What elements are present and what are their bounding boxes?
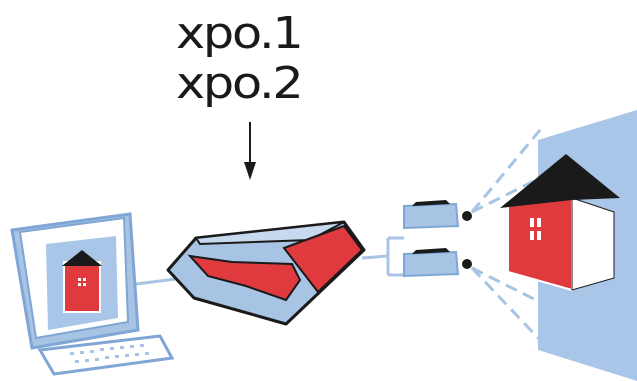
arrow-down-icon (244, 122, 256, 180)
connection-lines (135, 236, 404, 286)
label-xpo-1: xpo.1 (176, 8, 304, 59)
projector-icon-bottom (403, 248, 472, 278)
connector-hub-icon (166, 220, 366, 326)
label-xpo-2: xpo.2 (176, 58, 304, 109)
computer-icon (10, 212, 175, 376)
house-icon (500, 154, 620, 292)
projector-icon-top (403, 200, 472, 230)
projection-beams (470, 129, 542, 342)
